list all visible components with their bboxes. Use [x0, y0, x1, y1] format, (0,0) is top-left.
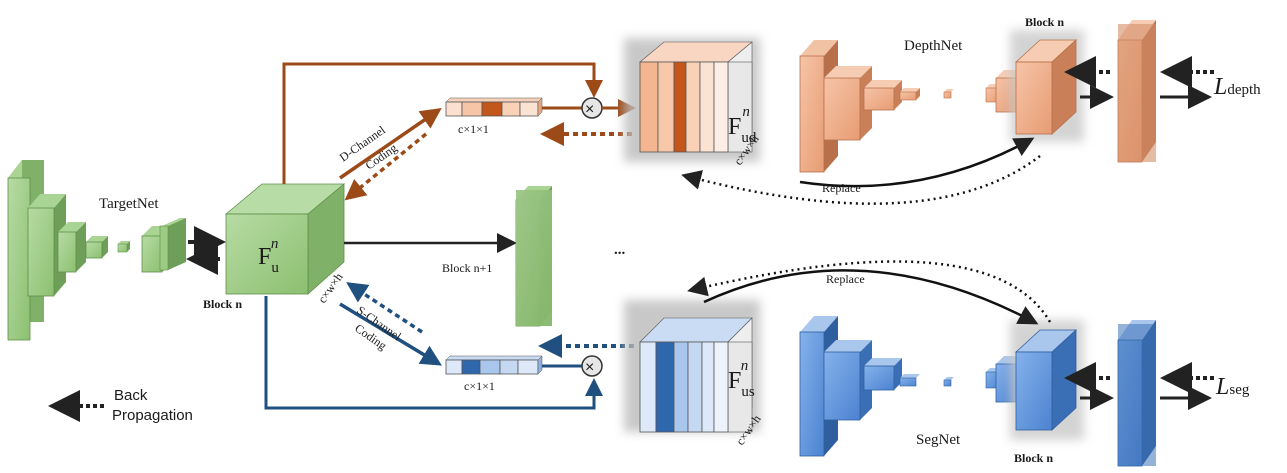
svg-text:Fusn: Fus n	[728, 358, 755, 400]
fud-sub: ud	[741, 130, 757, 146]
fu-sup: n	[271, 236, 279, 252]
depth-replace-arc	[799, 137, 1035, 188]
fu-main: F	[258, 244, 271, 270]
block-n-label-depth: Block n	[1025, 15, 1064, 29]
l-depth-main: L	[1213, 74, 1227, 100]
svg-text:Lseg: Lseg	[1215, 374, 1250, 400]
seg-replace-dashed-arc	[687, 260, 1052, 323]
fud-main: F	[728, 114, 741, 140]
fus-sub: us	[741, 384, 755, 400]
seg-replace-label: Replace	[826, 272, 865, 286]
depth-c11-label: c×1×1	[458, 122, 489, 136]
seg-output-slab	[1117, 320, 1156, 467]
fud-cube	[624, 38, 760, 162]
legend-propagation-label: Propagation	[112, 407, 193, 424]
svg-text:Ldepth: Ldepth	[1213, 74, 1261, 100]
seg-c11-label: c×1×1	[464, 379, 495, 393]
legend: Back Propagation	[48, 387, 193, 424]
fus-sup: n	[741, 358, 749, 374]
d-channel-backprop	[344, 132, 428, 201]
depth-output-slab	[1117, 20, 1156, 163]
depthnet	[799, 40, 1024, 173]
depthnet-label: DepthNet	[904, 38, 963, 54]
fu-cube	[224, 183, 346, 295]
fud-sup: n	[742, 104, 750, 120]
fus-cube	[624, 300, 760, 433]
svg-text:Fun: Fun	[258, 236, 279, 276]
fus-main: F	[728, 368, 741, 394]
fu-sub: u	[271, 260, 279, 276]
block-n-label-seg: Block n	[1014, 451, 1053, 465]
depth-replace-dashed-arc	[681, 155, 1041, 205]
seg-multiply-symbol: ×	[585, 359, 594, 376]
s-channel-backprop	[346, 282, 423, 334]
targetnet-encoder	[7, 160, 186, 341]
l-seg-main: L	[1215, 374, 1229, 400]
depth-channel-vector	[445, 97, 543, 117]
depth-block-n	[1010, 30, 1084, 142]
depth-skip-path	[282, 62, 603, 184]
segnet-label: SegNet	[916, 432, 961, 448]
block-n-label-target: Block n	[203, 297, 242, 311]
block-n-plus-1-label: Block n+1	[442, 261, 492, 275]
seg-multiply-op	[581, 355, 603, 377]
next-block-slab	[515, 186, 552, 327]
segnet	[799, 316, 1024, 457]
ellipsis-label: ...	[614, 242, 626, 258]
s-channel-arrow	[339, 302, 442, 366]
targetnet-label: TargetNet	[99, 196, 159, 212]
l-depth-sub: depth	[1227, 82, 1261, 98]
svg-text:Fudn: Fud n	[728, 104, 757, 146]
l-seg-sub: seg	[1229, 382, 1249, 398]
depth-replace-label: Replace	[822, 181, 861, 195]
legend-back-label: Back	[114, 387, 148, 404]
depth-multiply-symbol: ×	[585, 101, 594, 118]
seg-replace-arc	[703, 269, 1039, 325]
seg-channel-vector	[445, 355, 543, 375]
d-channel-arrow	[339, 108, 442, 180]
seg-skip-path	[264, 296, 603, 410]
